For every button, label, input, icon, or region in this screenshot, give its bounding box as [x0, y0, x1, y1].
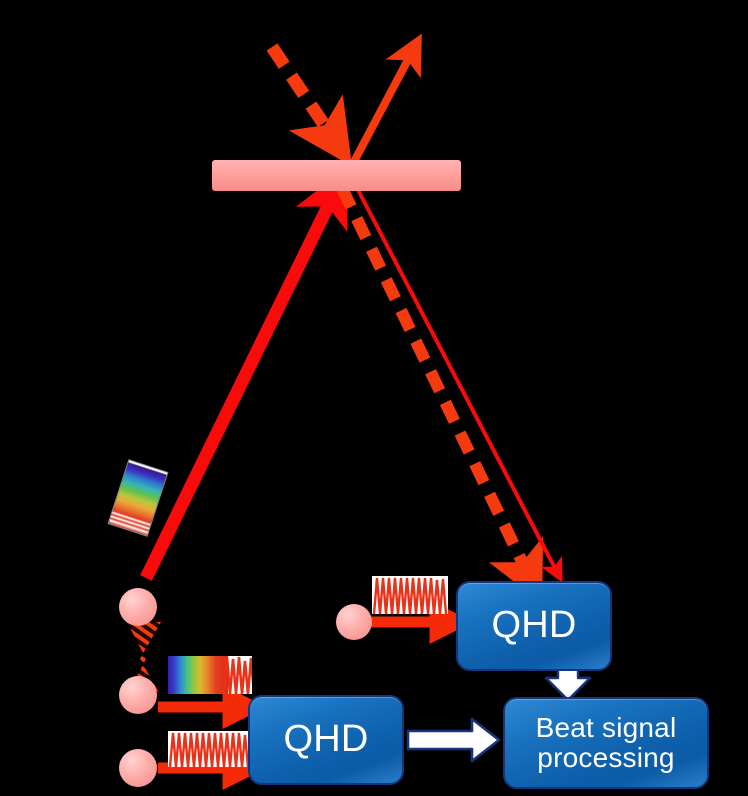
qhd-box-right[interactable]: QHD [456, 581, 612, 671]
beam-splitter [212, 160, 461, 191]
transmitted-thin-beam [354, 185, 563, 583]
hourglass-coupling-icon [127, 622, 161, 696]
arrow-qhd-left-to-processing [406, 717, 501, 763]
signal-beam-up [140, 167, 348, 581]
source-sphere-right [336, 604, 372, 640]
waveform-icon-right [372, 576, 448, 614]
source-sphere-lower [119, 749, 157, 787]
beat-signal-processing-box[interactable]: Beat signal processing [503, 697, 709, 789]
source-sphere-middle [119, 676, 157, 714]
beat-signal-processing-line2: processing [537, 742, 675, 773]
incident-dashed-beam [266, 43, 352, 167]
waveform-icon-lower [168, 731, 248, 767]
beat-signal-processing-line1: Beat signal [535, 711, 677, 743]
source-sphere-upper [119, 588, 157, 626]
beat-signal-processing-label: Beat signal processing [535, 711, 677, 773]
qhd-box-left[interactable]: QHD [248, 695, 404, 785]
qhd-box-left-label: QHD [283, 718, 369, 761]
spectrum-comb-icon [168, 656, 252, 694]
transmitted-dashed-beam [336, 185, 544, 604]
qhd-box-right-label: QHD [491, 604, 577, 647]
